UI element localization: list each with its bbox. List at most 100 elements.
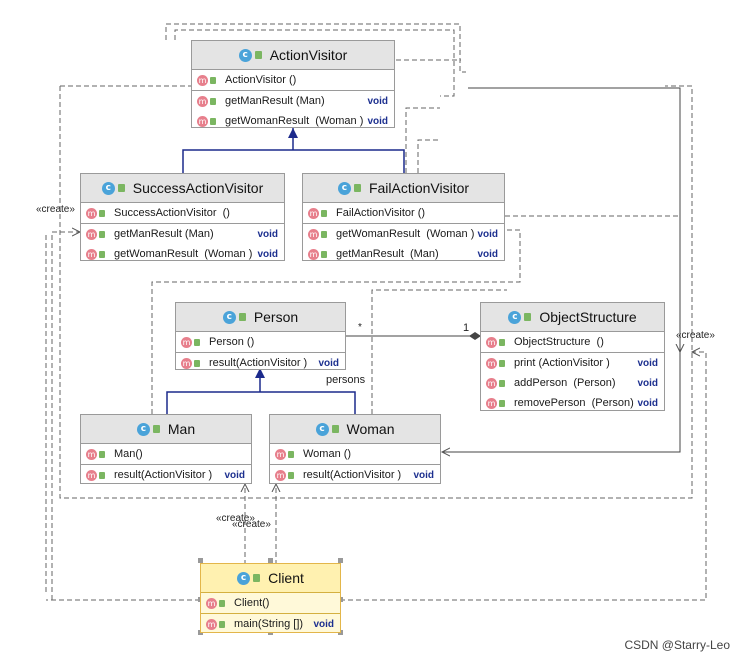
class-name: Woman xyxy=(346,421,395,437)
method-icon: m xyxy=(486,397,497,409)
class-icon: c xyxy=(136,422,150,436)
dependency-line xyxy=(151,229,521,414)
method-icon: m xyxy=(86,207,97,219)
method-icon: m xyxy=(308,248,319,260)
class-header: c Client xyxy=(201,564,340,593)
method-name: addPerson (Person) xyxy=(514,377,616,389)
class-name: Client xyxy=(268,570,304,586)
method-name: FailActionVisitor () xyxy=(336,207,426,219)
selection-handle[interactable] xyxy=(268,558,273,563)
public-lock-icon xyxy=(99,471,105,479)
public-lock-icon xyxy=(152,425,160,433)
class-success-action-visitor[interactable]: c SuccessActionVisitor m SuccessActionVis… xyxy=(80,173,285,261)
method-name: print (ActionVisitor ) xyxy=(514,357,610,369)
association-line xyxy=(442,87,681,452)
method-name: getManResult (Man) xyxy=(225,95,325,107)
public-lock-icon xyxy=(253,574,261,582)
inheritance-line xyxy=(166,391,356,414)
method-icon: m xyxy=(197,74,208,86)
public-lock-icon xyxy=(321,230,327,238)
method-row[interactable]: m Man() xyxy=(81,444,251,464)
method-name: Man() xyxy=(114,448,143,460)
class-icon: c xyxy=(222,310,236,324)
class-header: c Woman xyxy=(270,415,440,444)
public-lock-icon xyxy=(524,313,532,321)
class-header: c Person xyxy=(176,303,345,332)
inheritance-line xyxy=(182,149,405,173)
method-name: result(ActionVisitor ) xyxy=(209,357,308,369)
class-header: c ObjectStructure xyxy=(481,303,664,332)
class-icon: c xyxy=(101,181,115,195)
dependency-line xyxy=(340,352,707,601)
return-type: void xyxy=(224,469,245,481)
method-icon: m xyxy=(275,469,286,481)
dependency-line xyxy=(51,232,80,600)
public-lock-icon xyxy=(194,359,200,367)
public-lock-icon xyxy=(99,230,105,238)
method-icon: m xyxy=(486,336,497,348)
method-name: removePerson (Person) xyxy=(514,397,634,409)
public-lock-icon xyxy=(321,209,327,217)
method-icon: m xyxy=(486,377,497,389)
return-type: void xyxy=(257,228,278,240)
class-header: c SuccessActionVisitor xyxy=(81,174,284,203)
dependency-line xyxy=(165,23,466,73)
method-icon: m xyxy=(197,115,208,127)
return-type: void xyxy=(257,248,278,260)
method-name: getManResult (Man) xyxy=(336,248,439,260)
public-lock-icon xyxy=(254,51,262,59)
method-row[interactable]: m SuccessActionVisitor () xyxy=(81,203,284,223)
public-lock-icon xyxy=(353,184,361,192)
method-icon: m xyxy=(181,336,192,348)
method-icon: m xyxy=(86,448,97,460)
dependency-line xyxy=(174,29,455,97)
public-lock-icon xyxy=(210,97,216,105)
method-icon: m xyxy=(275,448,286,460)
dependency-line xyxy=(371,289,507,414)
return-type: void xyxy=(318,357,339,369)
method-row[interactable]: m FailActionVisitor () xyxy=(303,203,504,223)
method-row[interactable]: m Person () xyxy=(176,332,345,352)
class-person[interactable]: c Person m Person () m result(ActionVisito… xyxy=(175,302,346,370)
method-name: SuccessActionVisitor () xyxy=(114,207,230,219)
public-lock-icon xyxy=(219,599,225,607)
selection-handle[interactable] xyxy=(198,558,203,563)
method-name: Person () xyxy=(209,336,255,348)
method-icon: m xyxy=(206,618,217,630)
dependency-line xyxy=(405,107,440,173)
selection-handle[interactable] xyxy=(338,558,343,563)
method-icon: m xyxy=(308,207,319,219)
class-icon: c xyxy=(238,48,252,62)
class-name: ObjectStructure xyxy=(539,309,637,325)
constructor-section: m SuccessActionVisitor () xyxy=(81,203,284,224)
